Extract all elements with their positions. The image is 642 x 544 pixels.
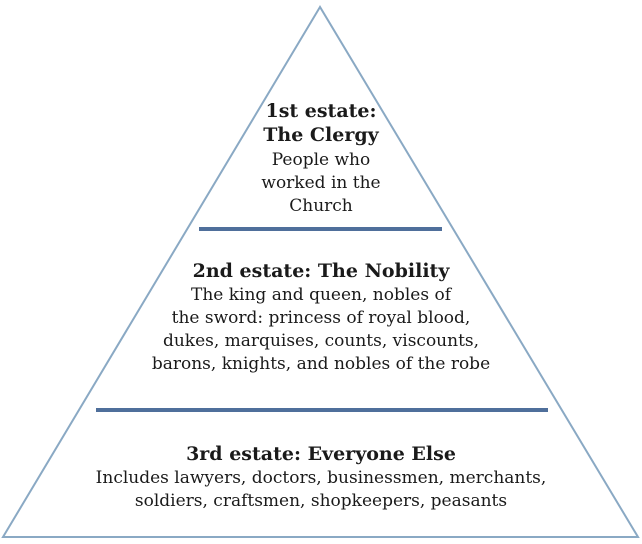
tier-first-estate: 1st estate: The Clergy People who worked… (221, 99, 421, 218)
tier-description-third-estate: Includes lawyers, doctors, businessmen, … (95, 468, 547, 511)
tier-divider-1 (199, 227, 442, 231)
tier-description-first-estate: People who worked in the Church (261, 150, 381, 216)
tier-description-second-estate: The king and queen, nobles of the sword:… (151, 285, 491, 374)
pyramid-outline (1, 5, 640, 538)
tier-title-first-estate: 1st estate: The Clergy (263, 100, 379, 146)
tier-third-estate: 3rd estate: Everyone Else Includes lawye… (61, 442, 581, 513)
tier-second-estate: 2nd estate: The Nobility The king and qu… (121, 259, 521, 376)
tier-title-second-estate: 2nd estate: The Nobility (192, 260, 450, 282)
tier-divider-2 (96, 408, 548, 412)
tier-title-third-estate: 3rd estate: Everyone Else (186, 443, 456, 465)
